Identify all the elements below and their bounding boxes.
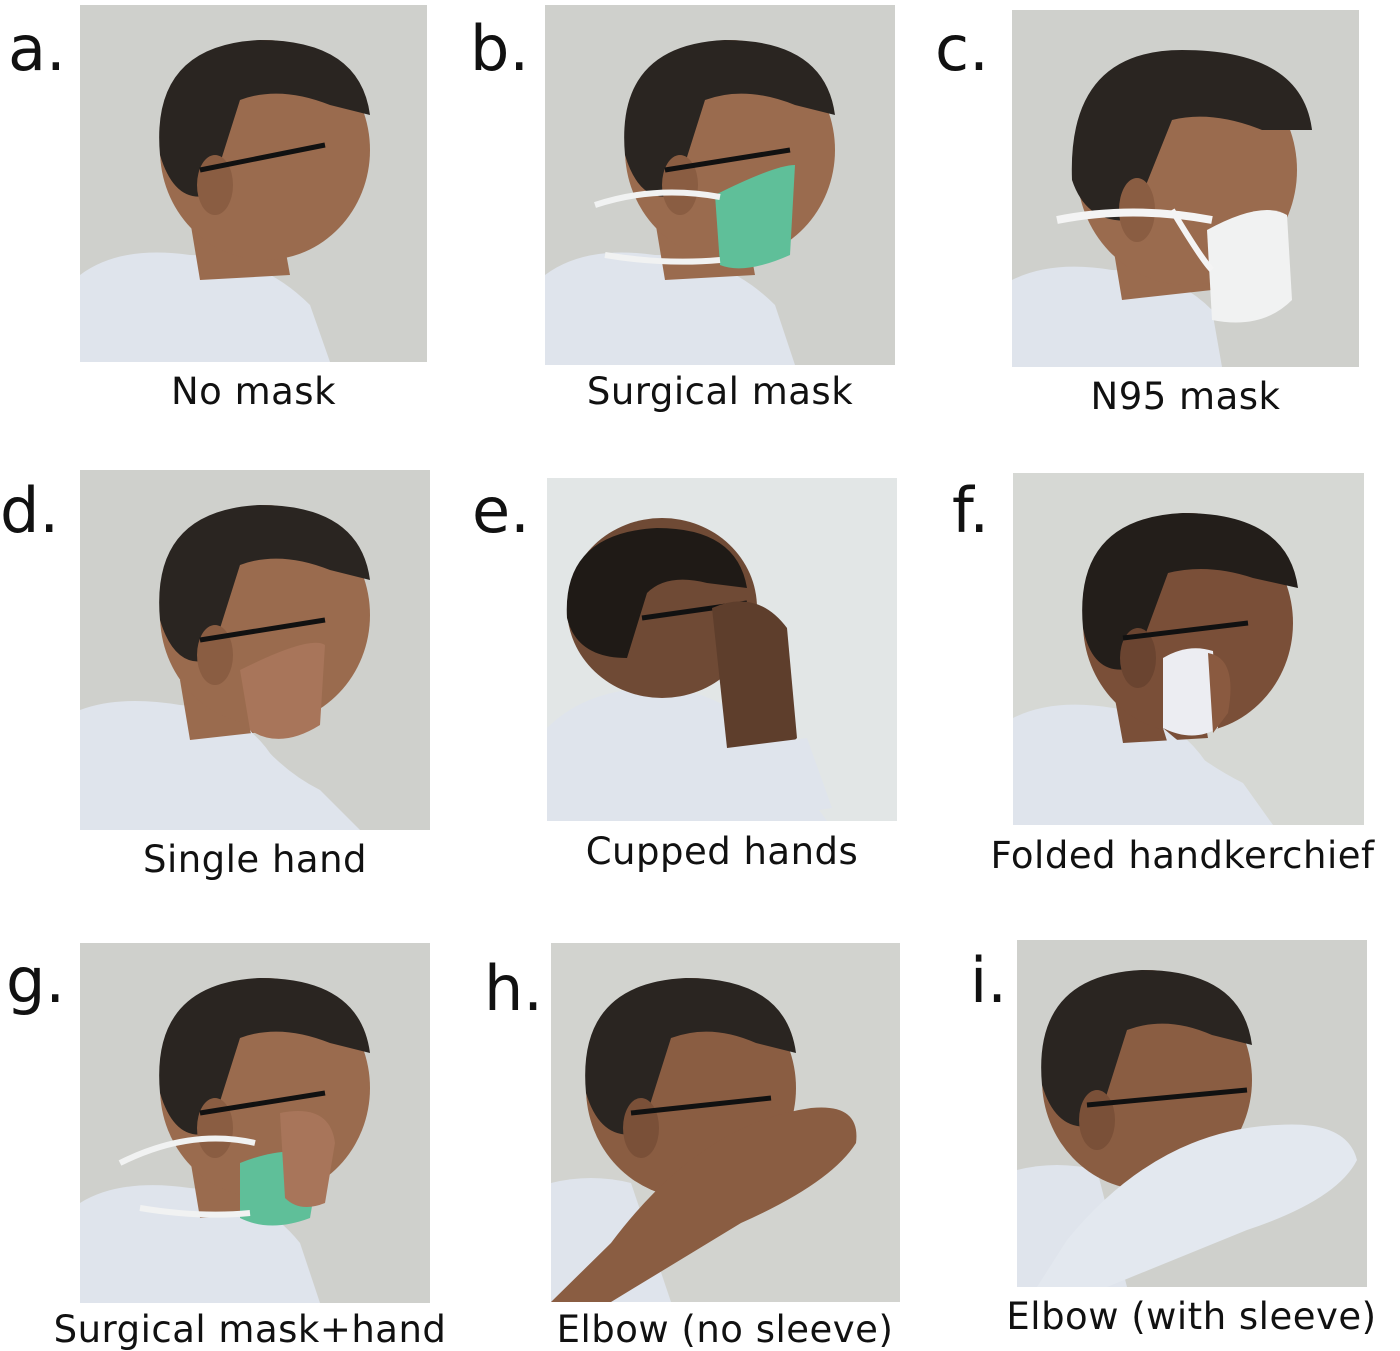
photo-cupped-hands bbox=[547, 478, 897, 821]
caption-elbow-with-sleeve: Elbow (with sleeve) bbox=[1006, 1295, 1377, 1338]
caption-cupped-hands: Cupped hands bbox=[585, 830, 859, 873]
photo-surgical-mask bbox=[545, 5, 895, 365]
photo-n95-mask bbox=[1012, 10, 1359, 367]
caption-single-hand: Single hand bbox=[142, 838, 368, 881]
panel-letter: c. bbox=[935, 12, 989, 85]
panel-letter: h. bbox=[484, 952, 544, 1025]
photo-no-mask bbox=[80, 5, 427, 362]
person-profile-image bbox=[80, 470, 430, 830]
photo-single-hand bbox=[80, 470, 430, 830]
caption-surgical-mask: Surgical mask bbox=[586, 370, 854, 413]
person-profile-image bbox=[547, 478, 897, 821]
panel-letter: g. bbox=[6, 944, 66, 1017]
panel-letter: b. bbox=[470, 12, 530, 85]
person-profile-image bbox=[1013, 473, 1364, 825]
panel-letter: e. bbox=[472, 474, 530, 547]
person-profile-image bbox=[80, 5, 427, 362]
caption-elbow-no-sleeve: Elbow (no sleeve) bbox=[556, 1308, 894, 1351]
person-profile-image bbox=[551, 943, 900, 1302]
person-profile-image bbox=[1012, 10, 1359, 367]
panel-letter: d. bbox=[0, 474, 60, 547]
panel-letter: i. bbox=[970, 944, 1007, 1017]
photo-elbow-no-sleeve bbox=[551, 943, 900, 1302]
photo-elbow-with-sleeve bbox=[1017, 940, 1367, 1287]
caption-surgical-mask-hand: Surgical mask+hand bbox=[53, 1308, 447, 1351]
caption-n95-mask: N95 mask bbox=[1090, 375, 1281, 418]
caption-folded-handkerchief: Folded handkerchief bbox=[990, 834, 1375, 877]
panel-letter: f. bbox=[952, 474, 990, 547]
photo-folded-handkerchief bbox=[1013, 473, 1364, 825]
person-profile-image bbox=[1017, 940, 1367, 1287]
person-profile-image bbox=[545, 5, 895, 365]
panel-letter: a. bbox=[8, 12, 66, 85]
caption-no-mask: No mask bbox=[171, 370, 336, 413]
photo-surgical-mask-hand bbox=[80, 943, 430, 1303]
person-profile-image bbox=[80, 943, 430, 1303]
